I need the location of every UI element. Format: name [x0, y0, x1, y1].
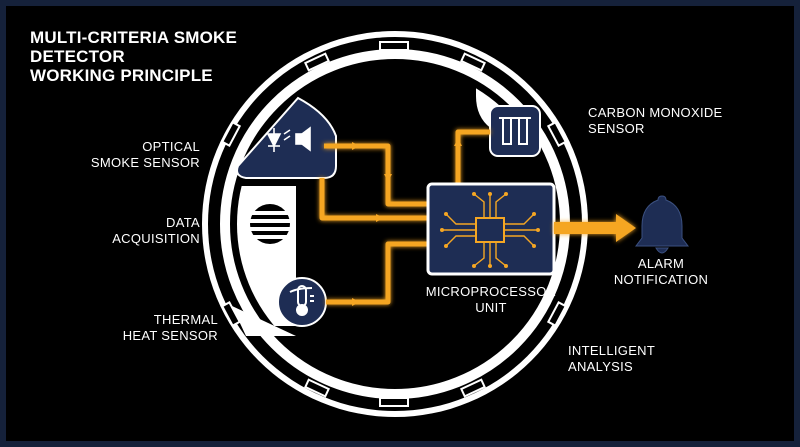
title-line-3: WORKING PRINCIPLE: [30, 66, 213, 85]
carbon-monoxide-sensor: [489, 105, 541, 157]
optical-label-line-1: OPTICAL: [142, 139, 200, 154]
thermal-label-line-2: HEAT SENSOR: [122, 328, 218, 343]
microprocessor-label: MICROPROCESSOR UNIT: [421, 284, 561, 316]
microprocessor-label-line-2: UNIT: [475, 300, 507, 315]
alarm-notification-label: ALARM NOTIFICATION: [606, 256, 716, 288]
detector-diagram: [202, 31, 689, 417]
title-line-1: MULTI-CRITERIA SMOKE: [30, 28, 238, 47]
data-acq-line-2: ACQUISITION: [112, 231, 200, 246]
carbon-monoxide-label: CARBON MONOXIDE SENSOR: [588, 105, 723, 137]
intelligent-analysis-label: INTELLIGENT ANALYSIS: [568, 343, 655, 375]
thermal-label-line-1: THERMAL: [153, 312, 218, 327]
signal-arrows: [352, 138, 462, 306]
photodiode-speaker-icon: [266, 126, 311, 152]
co-label-line-2: SENSOR: [588, 121, 645, 136]
intelligent-label-line-1: INTELLIGENT: [568, 343, 656, 358]
title-line-2: DETECTOR: [30, 47, 125, 66]
alarm-label-line-1: ALARM: [637, 256, 685, 271]
optical-label-line-2: SMOKE SENSOR: [90, 155, 200, 170]
cpu-chip-icon: [440, 192, 540, 268]
alarm-label-line-2: NOTIFICATION: [613, 272, 709, 287]
intelligent-label-line-2: ANALYSIS: [568, 359, 634, 374]
diagram-canvas: MULTI-CRITERIA SMOKE DETECTOR WORKING PR…: [6, 6, 794, 441]
thermometer-icon: [289, 285, 314, 316]
alarm-output-arrow: [554, 214, 636, 242]
co-cell-icon: [499, 117, 531, 145]
thermal-sensor-label: THERMAL HEAT SENSOR: [123, 312, 218, 344]
optical-smoke-sensor: [236, 96, 337, 179]
data-acq-line-1: DATA: [166, 215, 200, 230]
thermal-heat-sensor: [277, 277, 327, 327]
data-acquisition-label: DATA ACQUISITION: [112, 215, 200, 247]
microprocessor-unit: [426, 182, 556, 276]
vent-grille-icon: [250, 204, 290, 244]
optical-sensor-label: OPTICAL SMOKE SENSOR: [91, 139, 200, 171]
diagram-title: MULTI-CRITERIA SMOKE DETECTOR WORKING PR…: [30, 28, 237, 85]
co-label-line-1: CARBON MONOXIDE: [588, 105, 723, 120]
microprocessor-label-line-1: MICROPROCESSOR: [425, 284, 557, 299]
bell-icon: [635, 195, 689, 254]
